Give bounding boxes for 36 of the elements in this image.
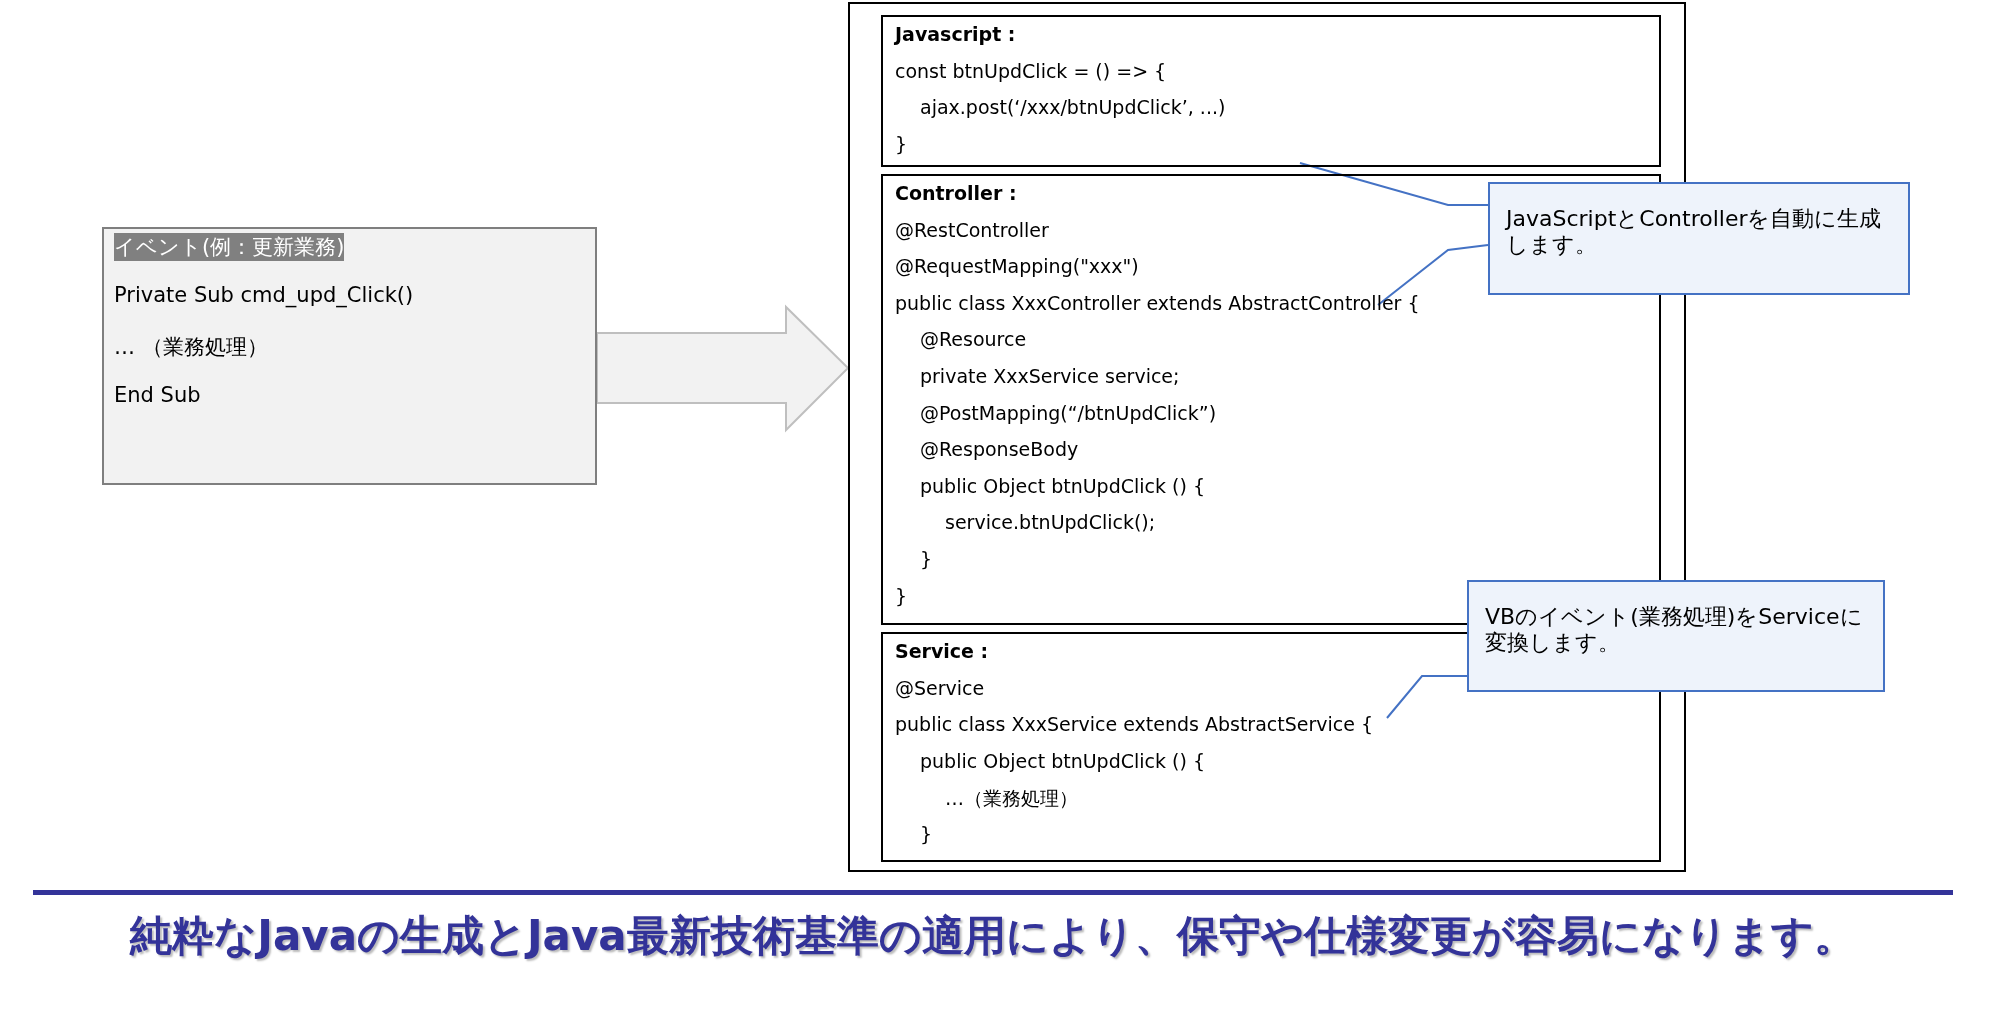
code-line: public class XxxController extends AbstractController { xyxy=(895,291,1420,314)
callout-text: JavaScriptとControllerを自動に生成します。 xyxy=(1506,206,1883,259)
section-heading: Javascript : xyxy=(895,23,1016,45)
source-code-box xyxy=(102,227,597,485)
callout-box xyxy=(1467,580,1885,692)
code-line: public Object btnUpdClick () { xyxy=(920,474,1205,497)
section-heading: Service : xyxy=(895,640,989,662)
code-line: } xyxy=(895,584,908,607)
code-line: } xyxy=(895,132,908,155)
code-line: @RequestMapping("xxx") xyxy=(895,255,1139,278)
callout-box xyxy=(1488,182,1910,295)
code-line: } xyxy=(920,823,933,845)
callout-text: VBのイベント(業務処理)をServiceに変換します。 xyxy=(1485,604,1864,657)
code-line: @Resource xyxy=(920,328,1027,351)
code-line: @Service xyxy=(895,676,985,699)
code-box xyxy=(881,15,1661,167)
code-line: } xyxy=(920,548,933,570)
block-arrow xyxy=(596,304,850,433)
code-line: End Sub xyxy=(114,383,201,407)
caption: 純粋なJavaの生成とJava最新技術基準の適用により、保守や仕様変更が容易になります。 xyxy=(128,910,1857,962)
code-line: …（業務処理） xyxy=(945,786,1078,812)
event-heading: イベント(例：更新業務) xyxy=(114,233,345,261)
code-line: ajax.post(‘/xxx/btnUpdClick’, ...) xyxy=(920,96,1226,119)
code-line: service.btnUpdClick(); xyxy=(945,511,1156,534)
code-line: public Object btnUpdClick () { xyxy=(920,749,1205,772)
code-line: Private Sub cmd_upd_Click() xyxy=(114,283,414,307)
code-line: @PostMapping(“/btnUpdClick”) xyxy=(920,401,1217,424)
code-line: @RestController xyxy=(895,218,1049,241)
code-line: @ResponseBody xyxy=(920,438,1079,461)
section-heading: Controller : xyxy=(895,182,1017,204)
code-line: private XxxService service; xyxy=(920,365,1180,387)
code-line: … （業務処理） xyxy=(114,334,268,361)
code-line: public class XxxService extends AbstractService { xyxy=(895,713,1374,736)
leader-line xyxy=(1299,162,1489,206)
code-line: const btnUpdClick = () => { xyxy=(895,59,1167,82)
leader-line xyxy=(1386,675,1468,719)
